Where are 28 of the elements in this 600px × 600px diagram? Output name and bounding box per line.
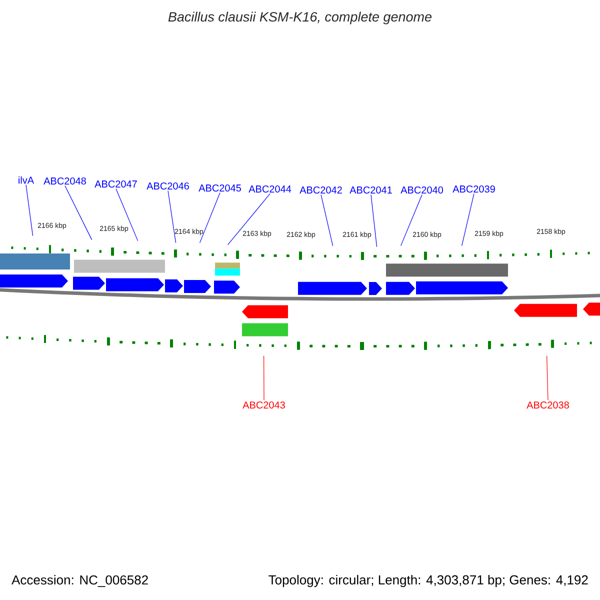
gene-label: ABC2046 (146, 182, 189, 190)
leader-line (320, 194, 334, 246)
gene-label: ABC2040 (400, 186, 444, 194)
tick-ruler (6, 335, 592, 350)
tick-ruler (11, 245, 590, 260)
gene-label: ABC2048 (44, 177, 86, 185)
gene-label: ABC2038 (526, 401, 569, 409)
gene-label: ABC2045 (198, 184, 241, 192)
gene-label: ABC2043 (242, 401, 285, 409)
gene-label: ABC2044 (248, 185, 292, 193)
leader-line (116, 188, 138, 242)
gene-label: ABC2039 (452, 185, 495, 193)
leader-line (370, 194, 378, 248)
footer-text: Accession: NC_006582 (12, 575, 148, 588)
leader-line (200, 192, 220, 244)
footer-text: Topology: circular; Length: 4,303,871 bp; Genes: 4,192 (268, 574, 588, 588)
leader-line (64, 185, 92, 240)
gene-label: ABC2041 (350, 186, 392, 194)
leader-line (462, 193, 474, 246)
gene-label: ABC2047 (94, 180, 137, 188)
leader-line (26, 184, 34, 236)
title: Bacillus clausii KSM-K16, complete genome (168, 12, 432, 24)
gene-label: ABC2042 (300, 186, 342, 194)
leader-line (400, 194, 422, 246)
leader-line (228, 193, 270, 246)
leader-line (168, 190, 176, 244)
leader-line (546, 356, 548, 401)
gene-label: ilvA (18, 176, 34, 184)
